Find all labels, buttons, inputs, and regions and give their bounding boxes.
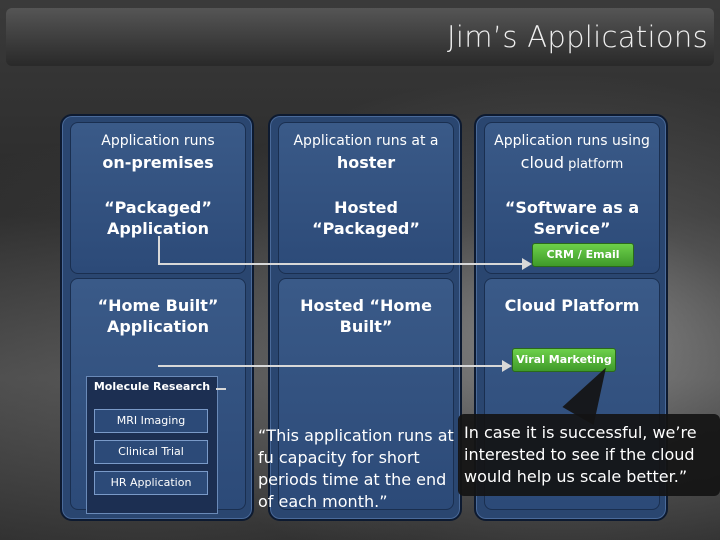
slide-title: Jim’s Applications — [447, 20, 708, 54]
header-rest: platform — [564, 157, 623, 172]
viral-arrow-head — [502, 360, 512, 372]
tag-crm-email: CRM / Email — [532, 243, 634, 267]
home-built-application-label: “Home Built” Application — [71, 295, 245, 337]
header-bottom-text: cloud platform — [485, 153, 659, 172]
software-as-a-service-label: “Software as a Service” — [485, 197, 659, 239]
header-top-text: Application runs at a — [279, 133, 453, 149]
header-top-text: Application runs — [71, 133, 245, 149]
cloud-platform-label: Cloud Platform — [485, 295, 659, 316]
header-bottom-text: hoster — [279, 153, 453, 172]
header-bold: cloud — [521, 153, 564, 172]
molecule-arrow-stub — [216, 388, 226, 390]
header-top-text: Application runs using — [485, 133, 659, 149]
callout-box: In case it is successful, we’re interest… — [458, 414, 720, 496]
quote-left-text: “This application runs at fu capacity fo… — [258, 425, 458, 513]
crm-arrow-stem — [158, 236, 160, 264]
cell-header-hoster: Application runs at a hoster Hosted “Pac… — [278, 122, 454, 274]
viral-arrow-line — [158, 365, 504, 367]
header-bold: on-premises — [102, 153, 213, 172]
molecule-research-title: Molecule Research — [87, 380, 217, 393]
mri-imaging-item: MRI Imaging — [94, 409, 208, 433]
clinical-trial-item: Clinical Trial — [94, 440, 208, 464]
hosted-packaged-label: Hosted “Packaged” — [279, 197, 453, 239]
quote-right-text: In case it is successful, we’re interest… — [464, 422, 714, 488]
crm-arrow-line — [158, 263, 524, 265]
hosted-home-built-label: Hosted “Home Built” — [279, 295, 453, 337]
crm-arrow-head — [522, 258, 532, 270]
header-bottom-text: on-premises — [71, 153, 245, 172]
hr-application-item: HR Application — [94, 471, 208, 495]
header-bold: hoster — [337, 153, 395, 172]
packaged-application-label: “Packaged” Application — [71, 197, 245, 239]
